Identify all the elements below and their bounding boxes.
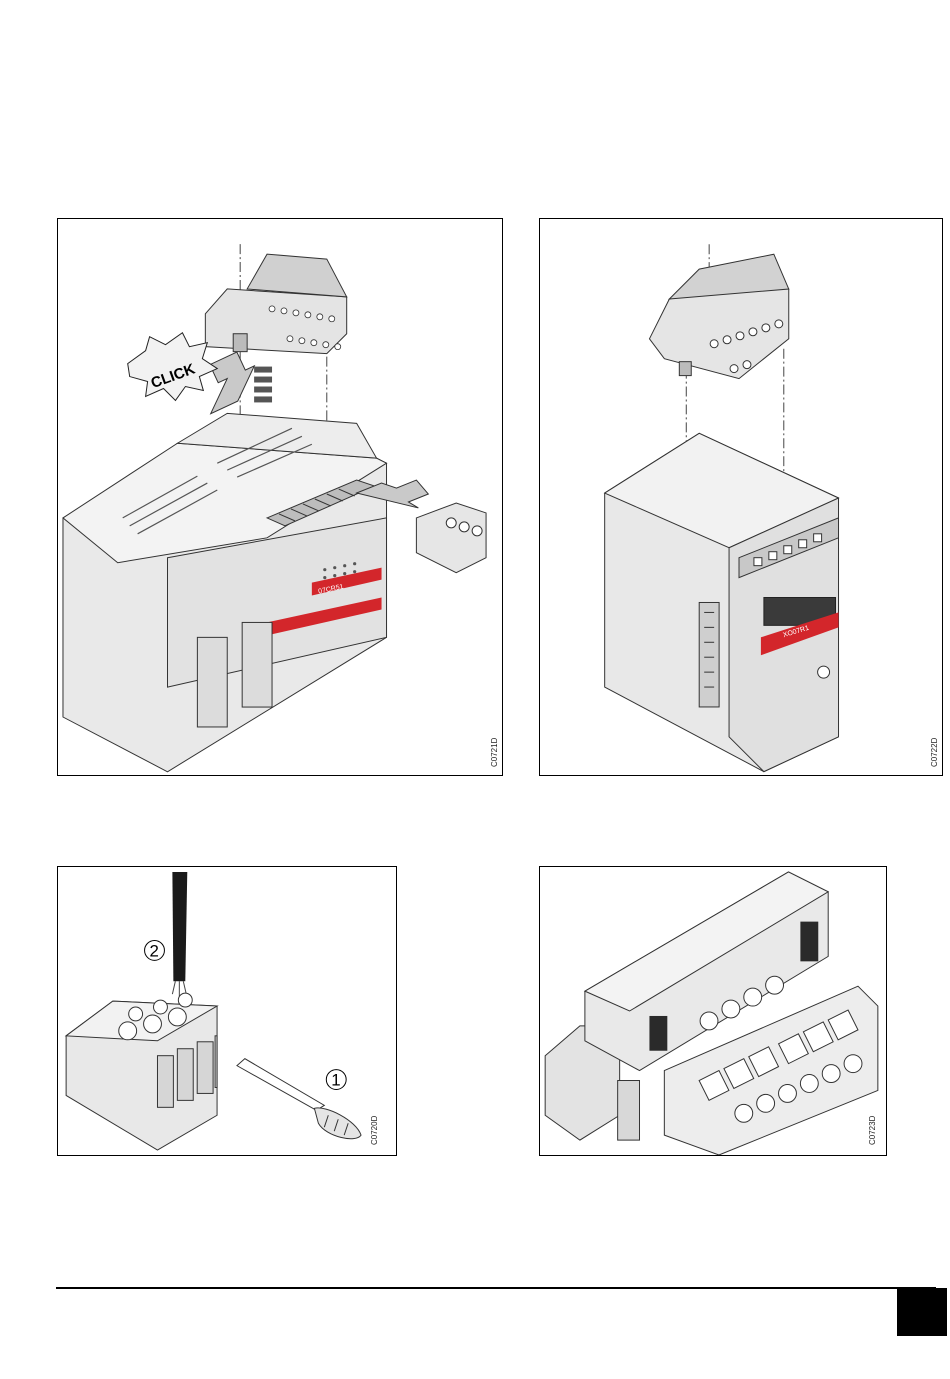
figure-code: C0722D bbox=[930, 738, 939, 767]
figure-code: C0721D bbox=[490, 738, 499, 767]
figure-terminal-block-mounting: XO07R1 C0722D bbox=[539, 218, 943, 776]
figure-terminal-block-detail: C0723D bbox=[539, 866, 887, 1156]
figure-plug-in-terminal-block: 07CR51 bbox=[57, 218, 503, 776]
callout-1: 1 bbox=[331, 1070, 340, 1089]
controller-terminal-illustration: 07CR51 bbox=[58, 219, 502, 775]
footer-rule bbox=[56, 1287, 936, 1289]
module-terminal-illustration: XO07R1 bbox=[540, 219, 942, 775]
figure-wiring-plug-connector: 2 1 C0720D bbox=[57, 866, 397, 1156]
callout-2: 2 bbox=[150, 941, 159, 960]
terminal-block-detail-illustration bbox=[540, 867, 886, 1155]
figure-code: C0723D bbox=[868, 1116, 877, 1145]
page-tab bbox=[897, 1288, 947, 1336]
wire-screwdriver-illustration: 2 1 bbox=[58, 867, 396, 1155]
figure-code: C0720D bbox=[370, 1116, 379, 1145]
